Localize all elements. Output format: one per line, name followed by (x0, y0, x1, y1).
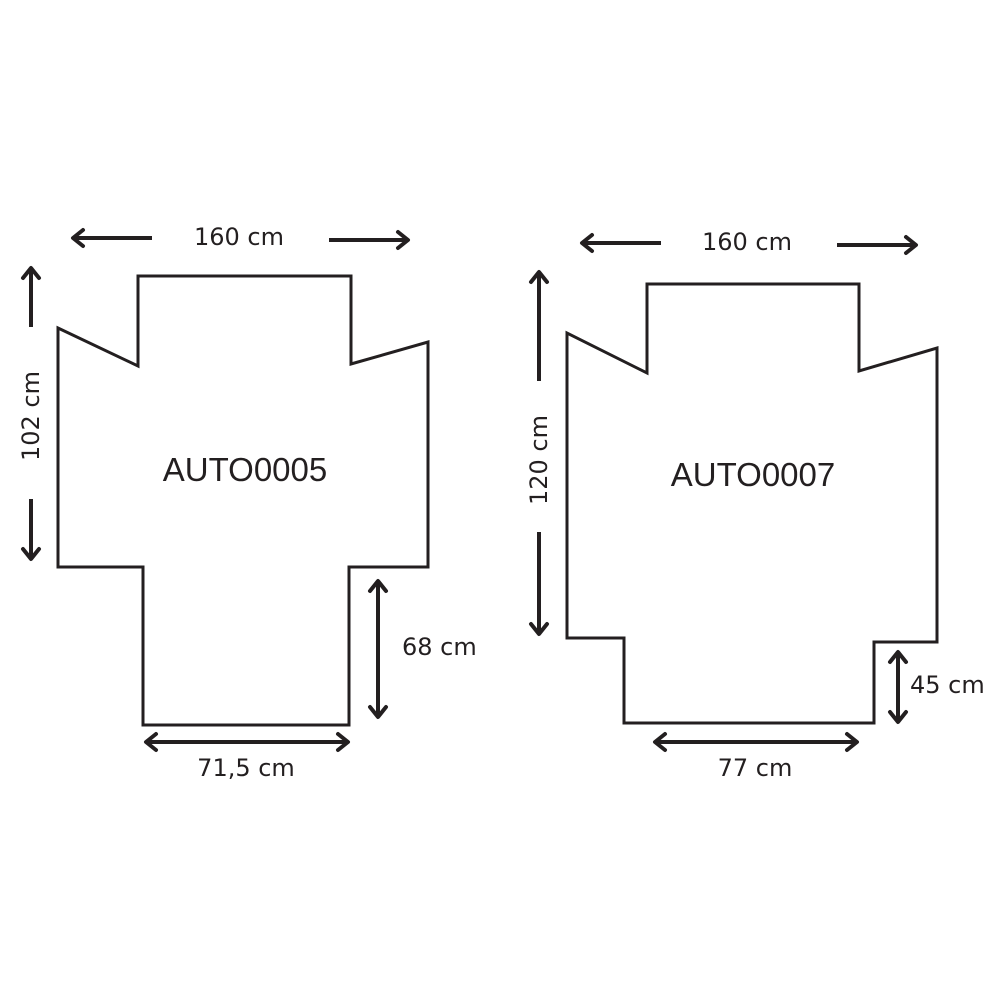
height-arrow-down-head-icon (21, 547, 41, 561)
bottom-width-arrow-left-head-icon (653, 732, 667, 752)
width-dimension-auto0007: 160 cm (580, 228, 918, 256)
bottom-height-label-auto0007: 45 cm (910, 671, 985, 699)
bottom-height-arrow-up-head-icon (888, 650, 908, 664)
height-label-auto0005: 102 cm (17, 371, 45, 461)
height-arrow-down-head-icon (529, 622, 549, 636)
bottom-height-dimension-auto0007: 45 cm (888, 650, 985, 724)
bottom-width-dimension-auto0007: 77 cm (653, 732, 859, 782)
product-code-auto0007: AUTO0007 (671, 456, 835, 493)
diagram-auto0007: AUTO0007 160 cm 120 cm 45 cm (525, 228, 985, 782)
width-dimension-auto0005: 160 cm (71, 223, 410, 251)
diagram-auto0005: AUTO0005 160 cm 102 cm 68 cm (17, 223, 477, 782)
width-arrow-right-head-icon (396, 230, 410, 250)
mat-outline-auto0007 (565, 282, 939, 725)
height-dimension-auto0005: 102 cm (17, 266, 45, 561)
height-arrow-up-head-icon (529, 270, 549, 284)
width-label-auto0007: 160 cm (702, 228, 792, 256)
bottom-width-arrow-right-head-icon (336, 732, 350, 752)
bottom-height-dimension-auto0005: 68 cm (368, 579, 477, 719)
height-label-auto0007: 120 cm (525, 415, 553, 505)
width-arrow-right-head-icon (904, 235, 918, 255)
bottom-width-arrow-right-head-icon (845, 732, 859, 752)
bottom-height-label-auto0005: 68 cm (402, 633, 477, 661)
height-arrow-up-head-icon (21, 266, 41, 280)
width-label-auto0005: 160 cm (194, 223, 284, 251)
bottom-width-arrow-left-head-icon (144, 732, 158, 752)
bottom-height-arrow-down-head-icon (888, 710, 908, 724)
bottom-height-arrow-up-head-icon (368, 579, 388, 593)
mat-outline-auto0005 (56, 274, 430, 727)
bottom-width-dimension-auto0005: 71,5 cm (144, 732, 350, 782)
bottom-width-label-auto0005: 71,5 cm (197, 754, 295, 782)
height-dimension-auto0007: 120 cm (525, 270, 553, 636)
width-arrow-left-head-icon (580, 233, 594, 253)
product-code-auto0005: AUTO0005 (163, 451, 327, 488)
bottom-width-label-auto0007: 77 cm (718, 754, 793, 782)
width-arrow-left-head-icon (71, 228, 85, 248)
bottom-height-arrow-down-head-icon (368, 705, 388, 719)
